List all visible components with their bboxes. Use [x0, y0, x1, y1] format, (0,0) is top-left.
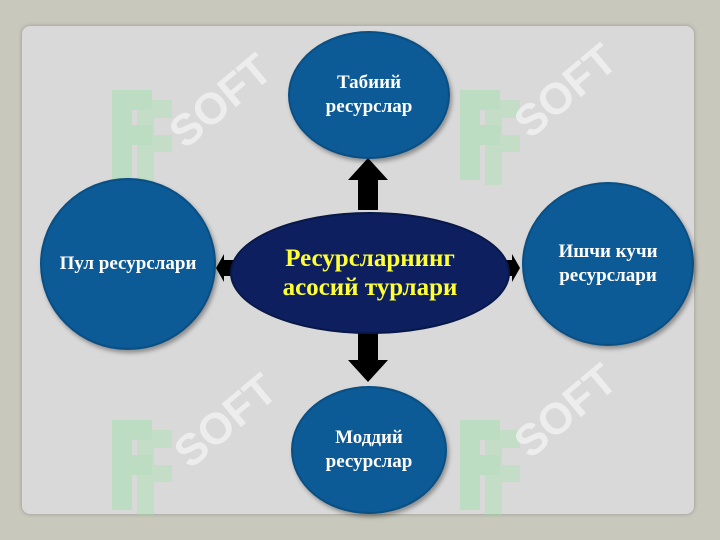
node-money-resources-label: Пул ресурслари: [59, 253, 197, 274]
node-natural-resources: Табиий ресурслар: [288, 31, 450, 159]
arrow-up-icon: [348, 158, 388, 210]
node-labor-resources-label: Ишчи кучи ресурслари: [558, 241, 658, 286]
node-natural-resources-label: Табиий ресурслар: [325, 72, 413, 117]
arrow-left-icon: [216, 254, 234, 282]
center-topic: Ресурсларнинг асосий турлари: [230, 212, 510, 334]
node-money-resources: Пул ресурслари: [40, 178, 216, 350]
arrow-down-icon: [348, 332, 388, 382]
center-topic-label: Ресурсларнинг асосий турлари: [282, 245, 458, 301]
node-material-resources: Моддий ресурслар: [291, 386, 447, 514]
node-labor-resources: Ишчи кучи ресурслари: [522, 182, 694, 346]
node-material-resources-label: Моддий ресурслар: [325, 427, 413, 472]
